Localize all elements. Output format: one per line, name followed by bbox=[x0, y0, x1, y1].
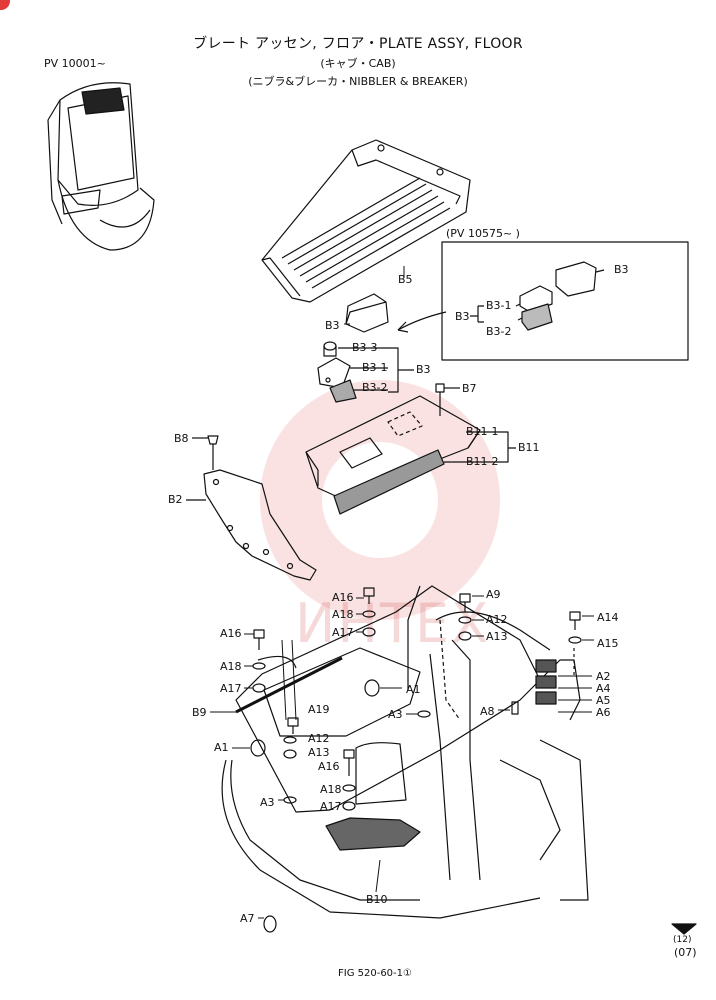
label-a14: A14 bbox=[597, 611, 619, 624]
label-a12-lower: A12 bbox=[308, 732, 330, 745]
label-a2: A2 bbox=[596, 670, 611, 683]
inset-pointer-arrow bbox=[397, 311, 447, 331]
label-a16-left: A16 bbox=[220, 627, 242, 640]
part-b3-group bbox=[317, 341, 414, 403]
label-a6: A6 bbox=[596, 706, 611, 719]
fasteners bbox=[250, 587, 582, 933]
label-b3: B3 bbox=[325, 319, 340, 332]
label-b3-2: B3-2 bbox=[362, 381, 388, 394]
label-b3-3: B3-3 bbox=[352, 341, 378, 354]
label-a13-right: A13 bbox=[486, 630, 508, 643]
leader-lines bbox=[210, 266, 594, 919]
label-a3-center: A3 bbox=[388, 708, 403, 721]
inset-serial-range: (PV 10575~ ) bbox=[446, 227, 520, 240]
corner-marker-icon bbox=[0, 0, 10, 10]
label-b5: B5 bbox=[398, 273, 413, 286]
inset-parts bbox=[470, 261, 605, 331]
label-b11: B11 bbox=[518, 441, 540, 454]
page-subtitle-nibbler: (ニブラ&ブレーカ・NIBBLER & BREAKER) bbox=[248, 75, 468, 88]
label-a13-lower: A13 bbox=[308, 746, 330, 759]
label-a18-lower: A18 bbox=[320, 783, 342, 796]
label-a12-right: A12 bbox=[486, 613, 508, 626]
part-b7-bolt bbox=[435, 383, 460, 416]
label-a5: A5 bbox=[596, 694, 611, 707]
part-b8-screw bbox=[192, 435, 219, 470]
part-b2-bracket bbox=[186, 469, 317, 581]
label-a16-top: A16 bbox=[332, 591, 354, 604]
label-a1-center: A1 bbox=[406, 683, 421, 696]
inset-label-b3-group: B3 bbox=[455, 310, 470, 323]
cab-thumbnail bbox=[47, 82, 155, 251]
inset-label-b3-1: B3-1 bbox=[486, 299, 512, 312]
serial-range-label: PV 10001~ bbox=[44, 57, 106, 70]
label-a4: A4 bbox=[596, 682, 611, 695]
label-a9: A9 bbox=[486, 588, 501, 601]
label-a7: A7 bbox=[240, 912, 255, 925]
label-b3-group: B3 bbox=[416, 363, 431, 376]
label-b3-1: B3-1 bbox=[362, 361, 388, 374]
label-b11-2: B11-2 bbox=[466, 455, 499, 468]
label-a17-lower: A17 bbox=[320, 800, 342, 813]
page-code: (07) bbox=[674, 946, 697, 959]
inset-label-b3-2: B3-2 bbox=[486, 325, 512, 338]
label-a1-left: A1 bbox=[214, 741, 229, 754]
label-a18-left: A18 bbox=[220, 660, 242, 673]
label-a19: A19 bbox=[308, 703, 330, 716]
label-a18-top: A18 bbox=[332, 608, 354, 621]
part-b5-floor-mat bbox=[261, 139, 471, 303]
page-mark-icon bbox=[671, 923, 697, 935]
figure-number: FIG 520-60-1① bbox=[338, 968, 412, 979]
label-b7: B7 bbox=[462, 382, 477, 395]
part-b3-pad bbox=[345, 293, 389, 333]
page-subtitle-cab: (キャブ・CAB) bbox=[320, 57, 396, 70]
page-title: ブレート アッセン, フロア・PLATE ASSY, FLOOR bbox=[193, 36, 523, 52]
label-a8: A8 bbox=[480, 705, 495, 718]
label-b10: B10 bbox=[366, 893, 388, 906]
label-a17-top: A17 bbox=[332, 626, 354, 639]
label-b11-1: B11-1 bbox=[466, 425, 499, 438]
inset-frame bbox=[441, 241, 689, 361]
label-b8: B8 bbox=[174, 432, 189, 445]
floor-frame bbox=[221, 585, 589, 919]
label-b9: B9 bbox=[192, 706, 207, 719]
label-a16-lower: A16 bbox=[318, 760, 340, 773]
label-a15: A15 bbox=[597, 637, 619, 650]
page-mark-label: (12) bbox=[673, 935, 692, 945]
label-a3-lower: A3 bbox=[260, 796, 275, 809]
part-b11-plate bbox=[305, 395, 516, 515]
label-b2: B2 bbox=[168, 493, 183, 506]
inset-label-b3-top: B3 bbox=[614, 263, 629, 276]
label-a17-left: A17 bbox=[220, 682, 242, 695]
